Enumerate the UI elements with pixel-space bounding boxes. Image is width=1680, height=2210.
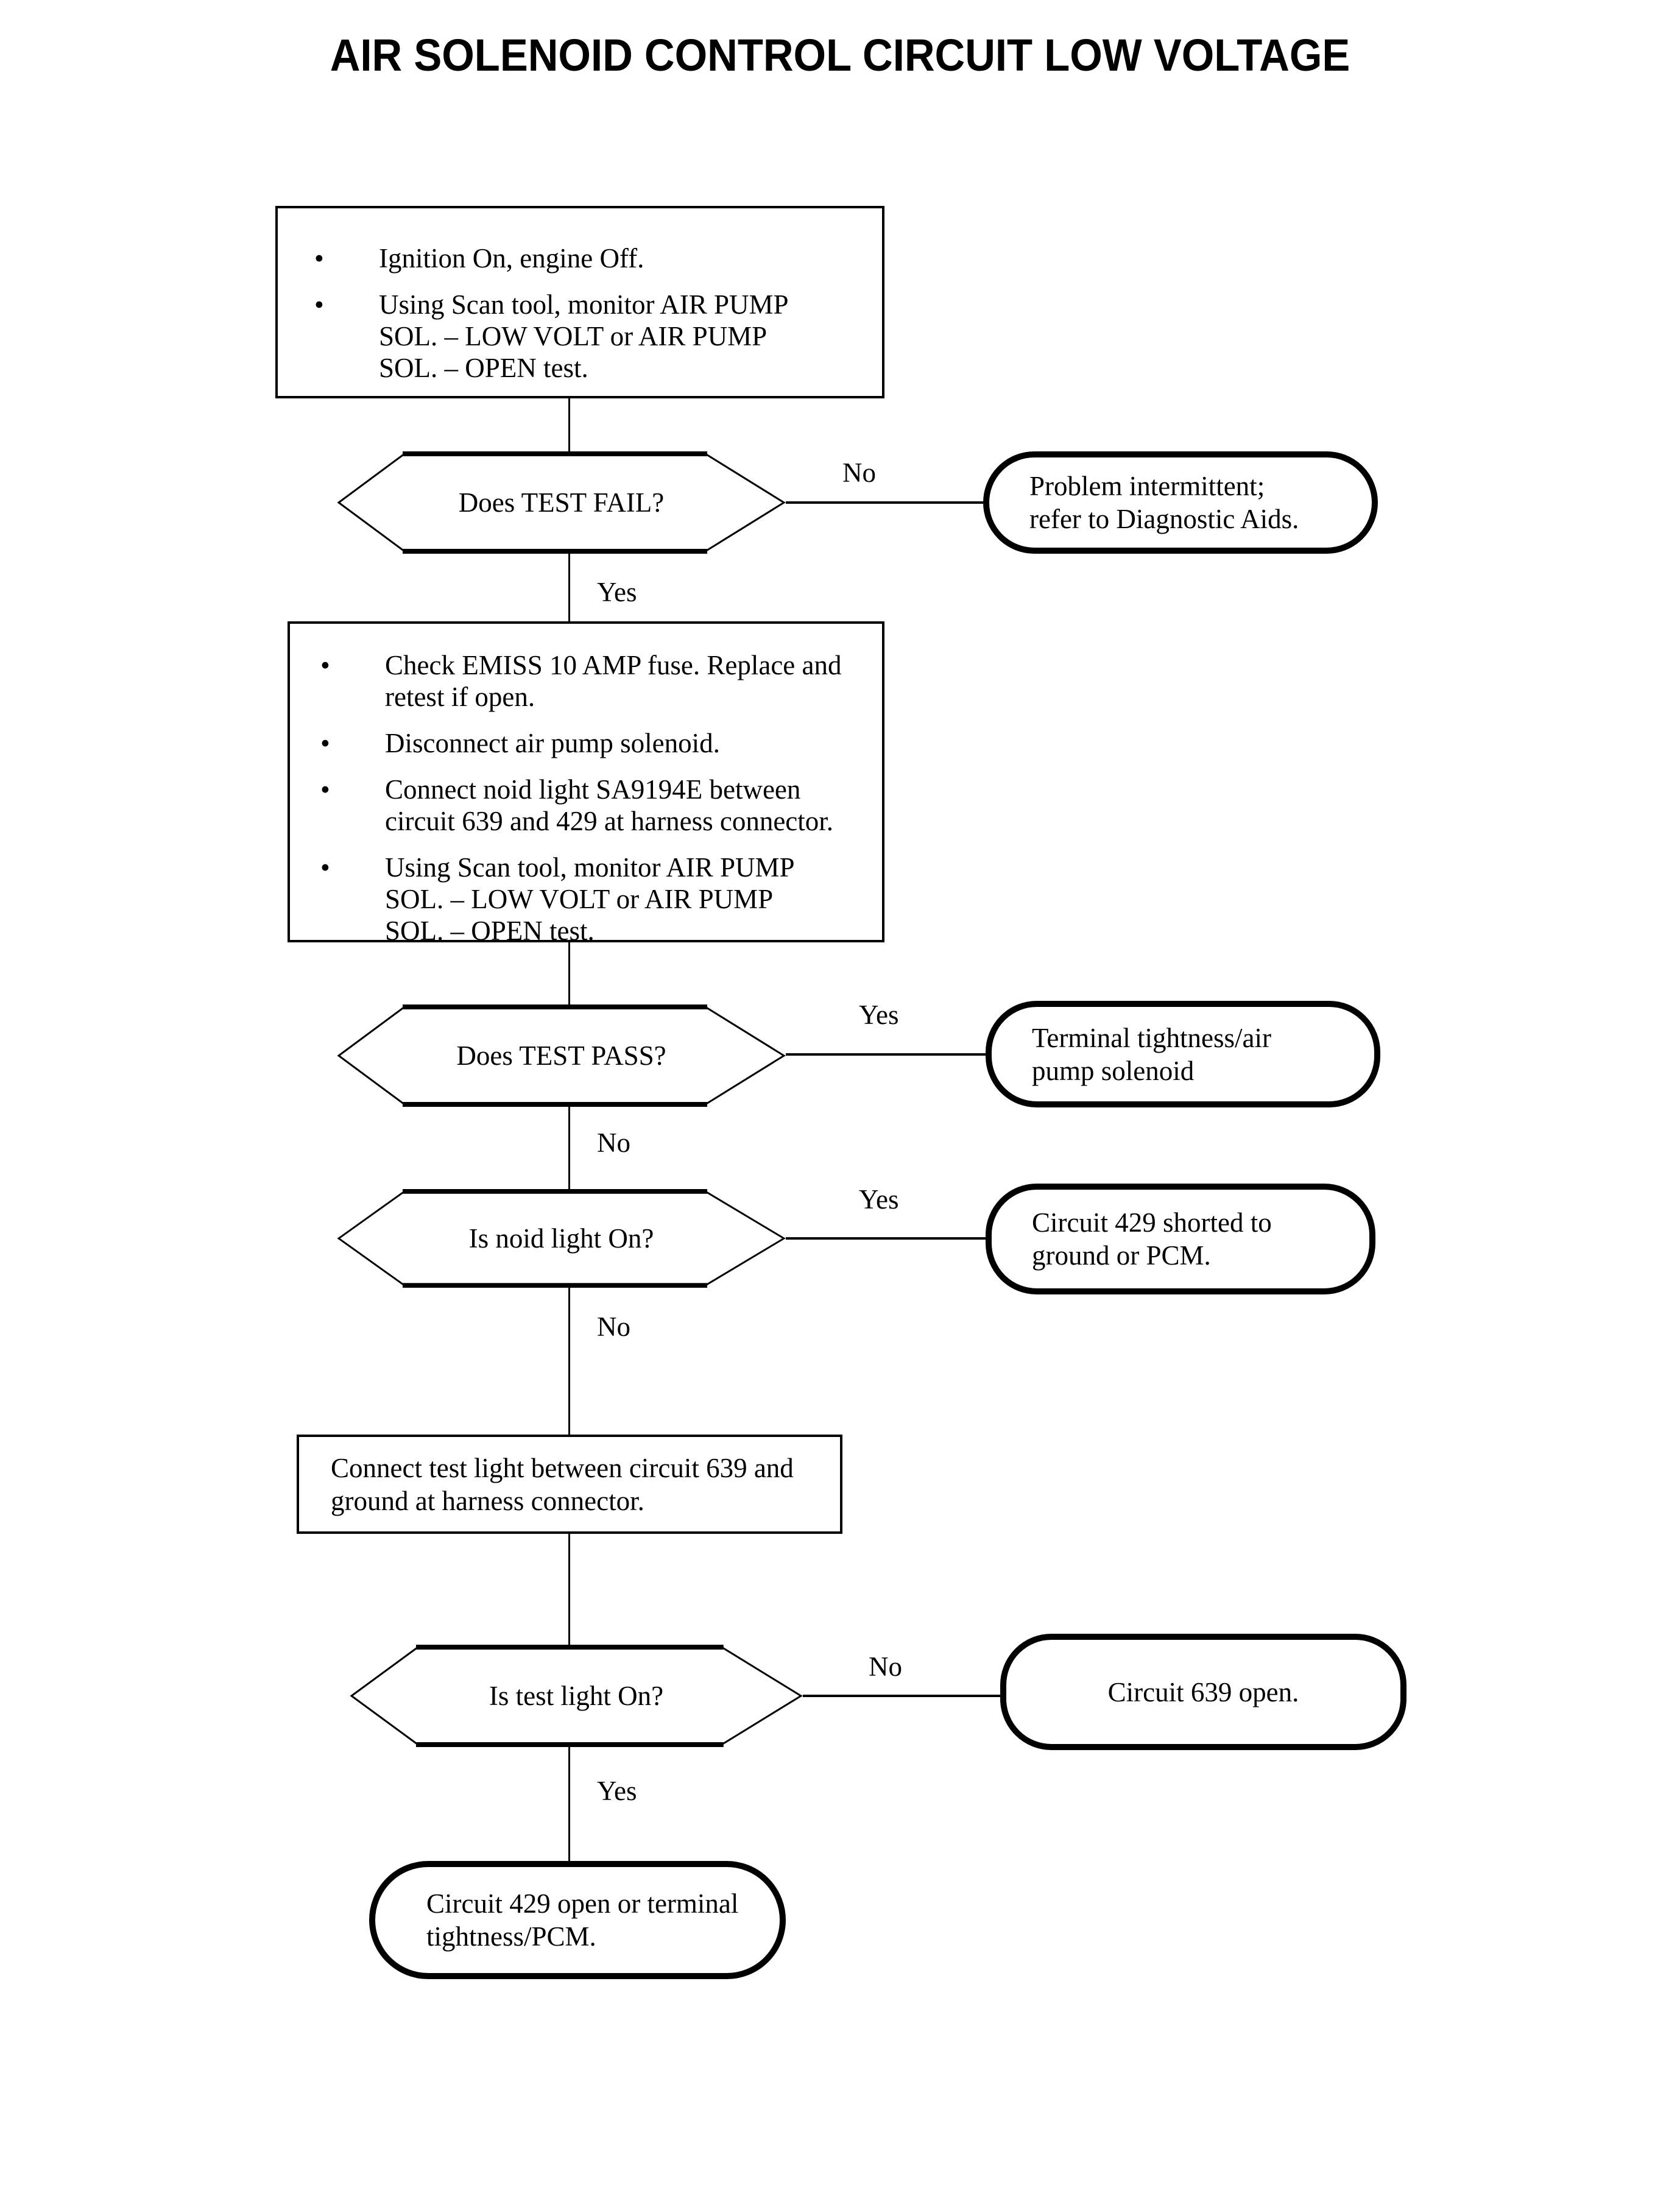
terminal-line: ground or PCM. xyxy=(1032,1240,1211,1271)
hexagon-shape xyxy=(337,1189,786,1288)
decision-does-test-fail: Does TEST FAIL? xyxy=(337,451,786,554)
terminal-line: refer to Diagnostic Aids. xyxy=(1029,504,1299,534)
bullet-text: Check EMISS 10 AMP fuse. Replace and ret… xyxy=(385,649,842,713)
connector-step1-decision1 xyxy=(568,398,570,451)
bullet-line: circuit 639 and 429 at harness connector… xyxy=(385,806,834,836)
hexagon-shape xyxy=(350,1645,803,1747)
edge-label-no: No xyxy=(869,1651,902,1682)
hexagon-shape xyxy=(337,1004,786,1107)
bullet-text: Using Scan tool, monitor AIR PUMP SOL. –… xyxy=(379,289,789,384)
bullet-line: SOL. – LOW VOLT or AIR PUMP xyxy=(385,884,774,914)
bullet-line: Using Scan tool, monitor AIR PUMP xyxy=(379,289,789,320)
bullet-text: Disconnect air pump solenoid. xyxy=(385,727,720,759)
edge-label-no: No xyxy=(597,1128,630,1158)
decision-question: Is test light On? xyxy=(489,1681,664,1711)
bullet-line: SOL. – OPEN test. xyxy=(385,916,595,946)
bullet-line: Connect noid light SA9194E between xyxy=(385,774,801,805)
bullet-item: • Check EMISS 10 AMP fuse. Replace and r… xyxy=(320,649,866,713)
connector-decision1-no xyxy=(786,501,986,504)
edge-label-no: No xyxy=(597,1312,630,1342)
terminal-line: pump solenoid xyxy=(1032,1055,1195,1086)
decision-is-noid-light-on: Is noid light On? xyxy=(337,1189,786,1288)
bullet-marker: • xyxy=(320,774,330,805)
bullet-line: Using Scan tool, monitor AIR PUMP xyxy=(385,852,795,883)
process-box-noid-light-test: • Check EMISS 10 AMP fuse. Replace and r… xyxy=(288,621,884,946)
edge-label-yes: Yes xyxy=(859,1000,899,1030)
bullet-line: SOL. – OPEN test. xyxy=(379,353,588,383)
connector-decision2-no xyxy=(568,1107,570,1189)
bullet-text: Connect noid light SA9194E between circu… xyxy=(385,774,833,837)
decision-is-test-light-on: Is test light On? xyxy=(350,1645,803,1747)
bullet-marker: • xyxy=(314,243,324,274)
bullet-marker: • xyxy=(314,289,324,320)
bullet-line: SOL. – LOW VOLT or AIR PUMP xyxy=(379,321,768,351)
connector-decision2-yes xyxy=(786,1053,986,1056)
edge-label-yes: Yes xyxy=(859,1184,899,1215)
bullet-line: Check EMISS 10 AMP fuse. Replace and xyxy=(385,650,842,680)
terminal-line: Terminal tightness/air xyxy=(1032,1022,1272,1053)
bullet-item: • Using Scan tool, monitor AIR PUMP SOL.… xyxy=(314,289,860,384)
connector-decision1-yes xyxy=(568,554,570,621)
bullet-text: Using Scan tool, monitor AIR PUMP SOL. –… xyxy=(385,852,795,947)
bullet-item: • Connect noid light SA9194E between cir… xyxy=(320,774,866,837)
decision-question: Is noid light On? xyxy=(468,1223,654,1254)
bullet-marker: • xyxy=(320,728,330,758)
bullet-line: retest if open. xyxy=(385,682,535,712)
process-line: ground at harness connector. xyxy=(331,1485,644,1516)
edge-label-no: No xyxy=(842,457,876,488)
terminal-circuit-639-open: Circuit 639 open. xyxy=(1000,1634,1406,1750)
process-line: Connect test light between circuit 639 a… xyxy=(331,1452,794,1483)
connector-step3-decision4 xyxy=(568,1534,570,1645)
terminal-line: tightness/PCM. xyxy=(426,1921,596,1952)
hexagon-shape xyxy=(337,451,786,554)
terminal-line: Circuit 429 open or terminal xyxy=(426,1888,739,1919)
process-box-initial-test: • Ignition On, engine Off. • Using Scan … xyxy=(275,206,884,398)
connector-decision4-yes xyxy=(568,1747,570,1861)
terminal-circuit-429-open: Circuit 429 open or terminal tightness/P… xyxy=(369,1861,786,1979)
edge-label-yes: Yes xyxy=(597,577,637,607)
terminal-terminal-tightness: Terminal tightness/air pump solenoid xyxy=(986,1001,1380,1107)
bullet-line: Disconnect air pump solenoid. xyxy=(385,728,720,758)
connector-decision3-no xyxy=(568,1288,570,1435)
connector-step2-decision2 xyxy=(568,942,570,1004)
terminal-line: Circuit 639 open. xyxy=(1107,1676,1299,1707)
terminal-line: Circuit 429 shorted to xyxy=(1032,1207,1272,1238)
bullet-line: Ignition On, engine Off. xyxy=(379,243,644,274)
diagram-title: AIR SOLENOID CONTROL CIRCUIT LOW VOLTAGE xyxy=(330,30,1350,80)
decision-question: Does TEST FAIL? xyxy=(458,487,665,518)
decision-does-test-pass: Does TEST PASS? xyxy=(337,1004,786,1107)
process-box-test-light: Connect test light between circuit 639 a… xyxy=(297,1435,842,1534)
connector-decision3-yes xyxy=(786,1237,986,1240)
bullet-item: • Ignition On, engine Off. xyxy=(314,242,860,274)
decision-question: Does TEST PASS? xyxy=(456,1040,666,1071)
edge-label-yes: Yes xyxy=(597,1776,637,1806)
bullet-text: Ignition On, engine Off. xyxy=(379,242,644,274)
bullet-item: • Using Scan tool, monitor AIR PUMP SOL.… xyxy=(320,852,866,947)
terminal-circuit-429-shorted: Circuit 429 shorted to ground or PCM. xyxy=(986,1184,1375,1294)
bullet-marker: • xyxy=(320,852,330,883)
terminal-problem-intermittent: Problem intermittent; refer to Diagnosti… xyxy=(983,451,1378,554)
terminal-line: Problem intermittent; xyxy=(1029,471,1265,501)
connector-decision4-no xyxy=(803,1695,1000,1697)
bullet-marker: • xyxy=(320,650,330,680)
bullet-item: • Disconnect air pump solenoid. xyxy=(320,727,866,759)
